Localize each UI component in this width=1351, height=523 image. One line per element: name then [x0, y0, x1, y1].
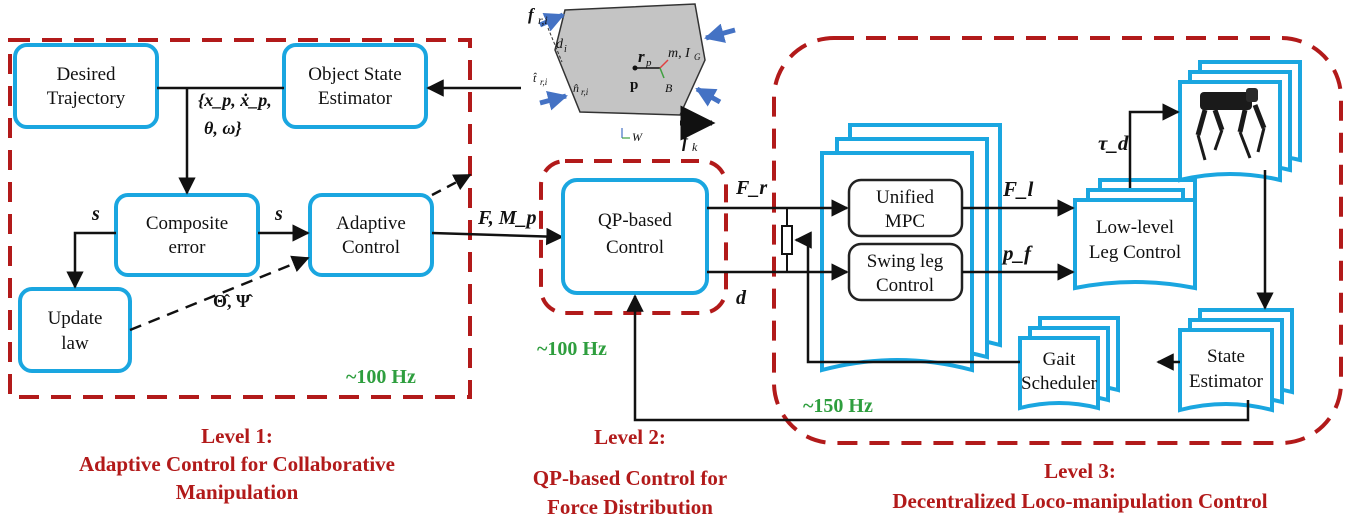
- level1-freq: ~100 Hz: [346, 366, 416, 388]
- level2-title-3: Force Distribution: [547, 495, 713, 519]
- tau-label: τ_d: [1098, 131, 1129, 155]
- d-label: d: [736, 287, 747, 309]
- n-ri-label: n̂: [573, 81, 579, 95]
- state-estimator-label-1: State: [1207, 346, 1245, 367]
- svg-text:MPC: MPC: [885, 211, 925, 232]
- level1-title-2: Adaptive Control for Collaborative: [79, 452, 395, 476]
- quadruped-robot-icon: [1195, 88, 1267, 161]
- svg-text:p: p: [645, 57, 652, 69]
- robot-stack: [1178, 60, 1302, 183]
- svg-text:Adaptive: Adaptive: [336, 213, 406, 234]
- level3-region: [772, 36, 1343, 445]
- svg-text:QP-based: QP-based: [598, 210, 672, 231]
- lowlevel-label-1: Low-level: [1096, 217, 1174, 238]
- svg-text:error: error: [169, 237, 207, 258]
- svg-text:Object State: Object State: [308, 64, 401, 85]
- svg-text:Estimator: Estimator: [318, 88, 393, 109]
- composite-error-box: Composite error: [114, 193, 260, 277]
- svg-text:Control: Control: [342, 237, 400, 258]
- svg-text:Trajectory: Trajectory: [47, 88, 126, 109]
- desired-trajectory-box: Desired Trajectory: [13, 43, 159, 129]
- level1-title-1: Level 1:: [201, 424, 273, 448]
- svg-text:k: k: [692, 140, 698, 154]
- gait-label-1: Gait: [1043, 349, 1076, 370]
- s-label-right: s: [274, 203, 283, 225]
- unified-mpc-box: Unified MPC: [847, 178, 964, 238]
- lowlevel-stack: Low-level Leg Control: [1073, 178, 1197, 291]
- p-label: p: [630, 77, 638, 93]
- update-law-box: Update law: [18, 287, 132, 373]
- state-set-line2: θ, ω}: [204, 118, 242, 138]
- lowlevel-label-2: Leg Control: [1089, 242, 1181, 263]
- di-label: d: [556, 37, 564, 52]
- t-ri-label: t̂: [533, 71, 537, 85]
- svg-text:Composite: Composite: [146, 213, 228, 234]
- rp-label: r: [638, 47, 645, 66]
- fk-label: f: [682, 131, 690, 151]
- svg-text:r,i: r,i: [581, 87, 589, 97]
- svg-text:i: i: [564, 44, 567, 55]
- level3-title-2: Decentralized Loco-manipulation Control: [892, 489, 1267, 513]
- object-state-estimator-box: Object State Estimator: [282, 43, 428, 129]
- f-mp-label: F, M_p: [477, 207, 537, 229]
- object-illustration: f r,i d i t̂ r,i n̂ r,i r p m, I G p B W…: [528, 3, 736, 154]
- svg-text:r,i: r,i: [538, 13, 548, 27]
- level1-title-3: Manipulation: [176, 480, 299, 504]
- W-label: W: [632, 130, 643, 144]
- gait-label-2: Scheduler: [1021, 373, 1098, 394]
- level2-freq: ~100 Hz: [537, 338, 607, 360]
- svg-text:Swing leg: Swing leg: [867, 251, 944, 272]
- swing-leg-box: Swing leg Control: [847, 242, 964, 302]
- gait-scheduler-stack: Gait Scheduler: [1018, 316, 1120, 411]
- B-label: B: [665, 81, 673, 95]
- svg-text:G: G: [694, 52, 701, 62]
- level1-region: [8, 38, 472, 399]
- f-ri-label: f: [528, 5, 536, 24]
- svg-text:r,i: r,i: [540, 77, 548, 87]
- level3-title-1: Level 3:: [1044, 459, 1116, 483]
- state-estimator-label-2: Estimator: [1189, 371, 1264, 392]
- theta-psi-label: Θ̂, Ψ̂: [213, 291, 253, 311]
- qp-control-box: QP-based Control: [561, 178, 709, 295]
- svg-text:law: law: [61, 333, 89, 354]
- mass-label: m, I: [668, 46, 691, 61]
- level2-region: [539, 159, 728, 315]
- svg-text:Control: Control: [876, 275, 934, 296]
- svg-text:Update: Update: [48, 308, 103, 329]
- fl-label: F_l: [1002, 177, 1034, 201]
- adaptive-control-box: Adaptive Control: [308, 193, 434, 277]
- state-set-line1: {x_p, ẋ_p,: [198, 90, 272, 110]
- level2-title-2: QP-based Control for: [533, 466, 727, 490]
- state-estimator-stack: State Estimator: [1178, 308, 1294, 413]
- s-label-left: s: [91, 203, 100, 225]
- fr-label: F_r: [735, 177, 767, 199]
- pf-label: p_f: [1001, 241, 1033, 265]
- svg-text:Unified: Unified: [876, 187, 935, 208]
- level2-title-1: Level 2:: [594, 425, 666, 449]
- level3-freq: ~150 Hz: [803, 395, 873, 417]
- svg-text:Desired: Desired: [56, 64, 116, 85]
- svg-text:Control: Control: [606, 237, 664, 258]
